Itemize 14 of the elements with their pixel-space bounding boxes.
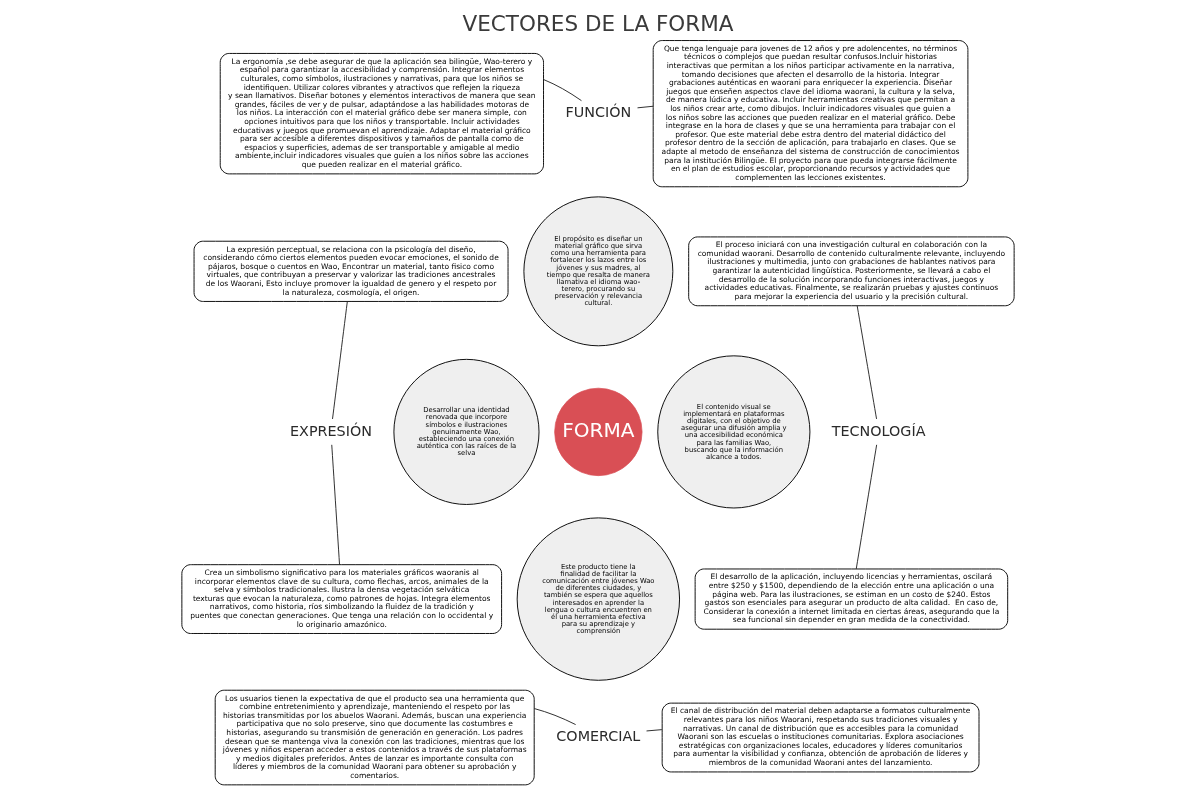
- node-text: FUNCIÓN: [565, 104, 631, 121]
- diagram-title: VECTORES DE LA FORMA: [462, 11, 733, 37]
- node-text: COMERCIAL: [555, 728, 640, 745]
- connector: [645, 729, 662, 732]
- connector: [542, 79, 582, 102]
- node-text: EXPRESIÓN: [289, 422, 372, 439]
- node-text: TECNOLOGÍA: [831, 422, 925, 439]
- connector: [330, 444, 340, 566]
- connector: [855, 444, 877, 570]
- connector: [856, 305, 877, 420]
- connector: [636, 105, 654, 109]
- connector: [533, 708, 576, 726]
- connector: [331, 301, 348, 420]
- node-circle: FORMA: [553, 387, 642, 476]
